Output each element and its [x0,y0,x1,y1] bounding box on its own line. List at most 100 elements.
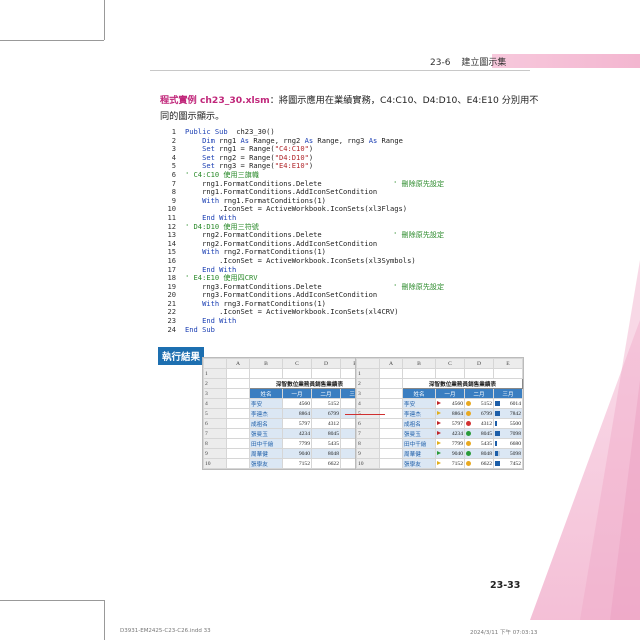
code-line: 23 End With [160,316,490,326]
cell-text: 5435 [327,440,339,447]
code-text: rng3.FormatConditions.Delete' 刪除原先設定 [185,282,490,292]
table-cell-value: 4312 [311,418,341,429]
table-cell-name: 張曼玉 [249,428,283,439]
table-header: 一月 [435,388,465,399]
row-number: 3 [356,388,380,399]
column-header: C [435,358,465,369]
code-token: ) [308,152,314,162]
cell-text: 4560 [451,400,463,407]
code-text: Dim rng1 As Range, rng2 As Range, rng3 A… [185,135,490,146]
cell-text: 7452 [509,460,521,467]
code-text: .IconSet = ActiveWorkbook.IconSets(xl3Sy… [185,256,490,266]
cell-text: 4312 [327,420,339,427]
cell-a [379,388,403,399]
table-cell-value: 4312 [464,418,494,429]
row-number: 9 [203,448,227,459]
table-cell-name: 張學友 [249,458,283,469]
table-cell-value: 7098 [493,428,523,439]
column-header: D [311,358,341,369]
cell-a [379,438,403,449]
cell-text: 4312 [480,420,492,427]
code-token: With [202,195,220,205]
cell-text: 8864 [298,410,310,417]
code-token: ' E4:E10 使用四CRV [185,273,258,283]
code-token: "E4:E10" [274,161,309,171]
crop-mark [104,600,105,640]
code-text: rng2.FormatConditions.Delete' 刪除原先設定 [185,230,490,240]
cell-text: 8048 [327,450,339,457]
code-text: End Sub [185,325,490,335]
signal-bars-icon [495,450,500,456]
code-text: With rng3.FormatConditions(1) [185,299,490,309]
code-line: 9 With rng1.FormatConditions(1) [160,195,490,206]
code-line: 8 rng1.FormatConditions.AddIconSetCondit… [160,187,490,197]
signal-bars-icon [495,440,500,446]
cell-a [379,378,403,389]
table-cell-value: 5098 [493,448,523,459]
table-cell-name: 周華健 [402,448,436,459]
crop-mark [104,0,105,40]
table-cell-value: 5797 [282,418,312,429]
code-token: Range, rng3 [313,135,369,145]
code-line-number: 5 [171,161,176,171]
code-token: rng1 [214,135,241,145]
code-line-number: 13 [167,230,176,240]
code-line-number: 18 [167,273,176,283]
cell-a [379,448,403,459]
row-number: 2 [356,378,380,389]
column-header: C [282,358,312,369]
code-line: 20 rng3.FormatConditions.AddIconSetCondi… [160,290,490,300]
cell-empty [249,368,283,379]
code-token: rng2 = Range( [214,152,275,162]
table-cell-value: 8864 [435,408,465,419]
table-cell-value: 5797 [435,418,465,429]
row-number: 1 [356,368,380,379]
code-line-number: 17 [167,264,176,274]
cell-text: 田中千繪 [404,441,427,448]
cell-text: 6799 [327,410,339,417]
code-token: rng2.FormatConditions.AddIconSetConditio… [185,238,378,248]
table-cell-value: 4560 [282,398,312,409]
code-line: 7 rng1.FormatConditions.Delete' 刪除原先設定 [160,178,490,189]
table-header: 姓名 [249,388,283,399]
example-label: 程式實例 ch23_30.xlsm [160,95,270,106]
cell-a [226,458,250,469]
code-line: 5 Set rng3 = Range("E4:E10") [160,162,490,171]
cell-text: 6622 [327,460,339,467]
table-cell-value: 5435 [464,438,494,449]
table-cell-name: 張曼玉 [402,428,436,439]
table-cell-value: 7842 [493,408,523,419]
table-cell-value: 5152 [464,398,494,409]
code-line: 21 With rng3.FormatConditions(1) [160,299,490,309]
code-line-number: 7 [171,178,176,188]
code-line-number: 9 [171,195,176,205]
signal-bars-icon [495,420,500,426]
cell-text: 張學友 [251,461,268,468]
code-line: 2 Dim rng1 As Range, rng2 As Range, rng3… [160,135,490,146]
cell-a [226,418,250,429]
row-number: 4 [356,398,380,409]
cell-text: 5797 [298,420,310,427]
table-cell-name: 周華健 [249,448,283,459]
row-number: 7 [356,428,380,439]
table-cell-name: 張學友 [402,458,436,469]
code-line-number: 22 [167,307,176,317]
table-cell-name: 李連杰 [402,408,436,419]
crop-mark [0,40,104,41]
row-number: 9 [356,448,380,459]
code-text: ' C4:C10 使用三旗幟 [185,170,490,180]
intro-line-2: 同的圖示顯示。 [160,111,225,122]
cell-text: 張學友 [404,461,421,468]
row-number: 7 [203,428,227,439]
table-cell-value: 7799 [435,438,465,449]
code-text: Public Sub ch23_30() [185,127,490,137]
symbol-icon [466,450,471,456]
cell-text: 9040 [451,450,463,457]
table-cell-value: 9040 [435,448,465,459]
cell-empty [402,368,436,379]
cell-text: 4234 [451,430,463,437]
code-text: rng3.FormatConditions.AddIconSetConditio… [185,290,490,300]
code-line-number: 11 [167,212,176,222]
code-line: 17 End With [160,264,490,275]
code-token: With [202,247,220,257]
